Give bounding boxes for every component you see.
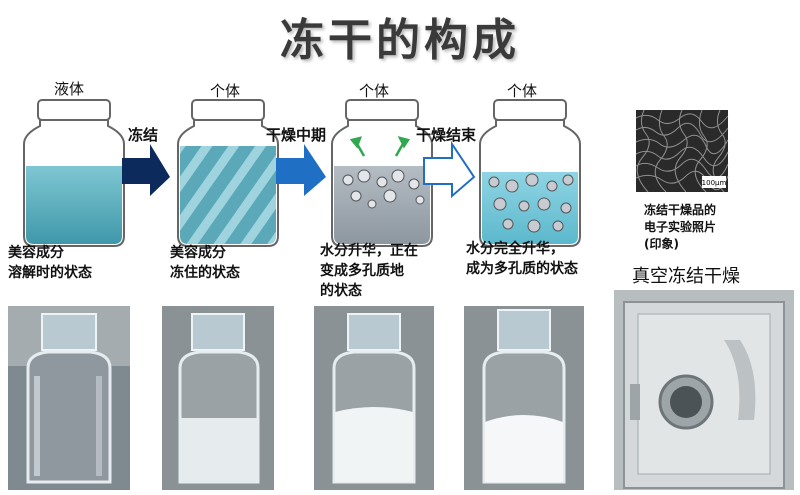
stage-3-caption: 水分升华，正在变成多孔质地的状态 <box>320 243 418 299</box>
stage-4-state: 个体 <box>506 82 537 100</box>
jar-drying <box>331 99 433 247</box>
stage-2-state: 个体 <box>209 82 240 100</box>
photo-freeze-dryer <box>614 290 794 490</box>
stage-1-state: 液体 <box>53 80 84 98</box>
photo-drying <box>314 306 434 490</box>
stage-4-caption: 水分完全升华，成为多孔质的状态 <box>466 241 578 277</box>
jar-liquid <box>23 99 125 247</box>
jar-porous <box>479 99 581 247</box>
arrow-mid-dry-label: 干燥中期 <box>266 126 327 144</box>
arrow-mid-dry <box>276 144 326 196</box>
jar-frozen <box>177 99 279 247</box>
photo-liquid <box>8 306 130 490</box>
arrow-freeze-label: 冻结 <box>128 126 159 144</box>
stage-1-caption: 美容成分溶解时的状态 <box>8 245 92 281</box>
arrow-end-dry <box>423 140 476 199</box>
machine-title: 真空冻结干燥 <box>632 266 740 287</box>
page-title: 冻干的构成 <box>280 15 520 66</box>
photo-frozen <box>162 306 274 490</box>
electron-micrograph: 100μm <box>635 109 729 193</box>
stage-3-state: 个体 <box>358 82 389 100</box>
arrow-end-dry-label: 干燥结束 <box>416 126 477 144</box>
stage-2-caption: 美容成分冻住的状态 <box>170 245 240 281</box>
freeze-dry-diagram <box>23 99 581 247</box>
arrow-freeze <box>122 144 170 196</box>
photo-porous <box>464 306 584 490</box>
micrograph-scale-label: 100μm <box>702 179 727 187</box>
micrograph-caption: 冻结干燥品的电子实验照片(印象) <box>644 203 717 251</box>
